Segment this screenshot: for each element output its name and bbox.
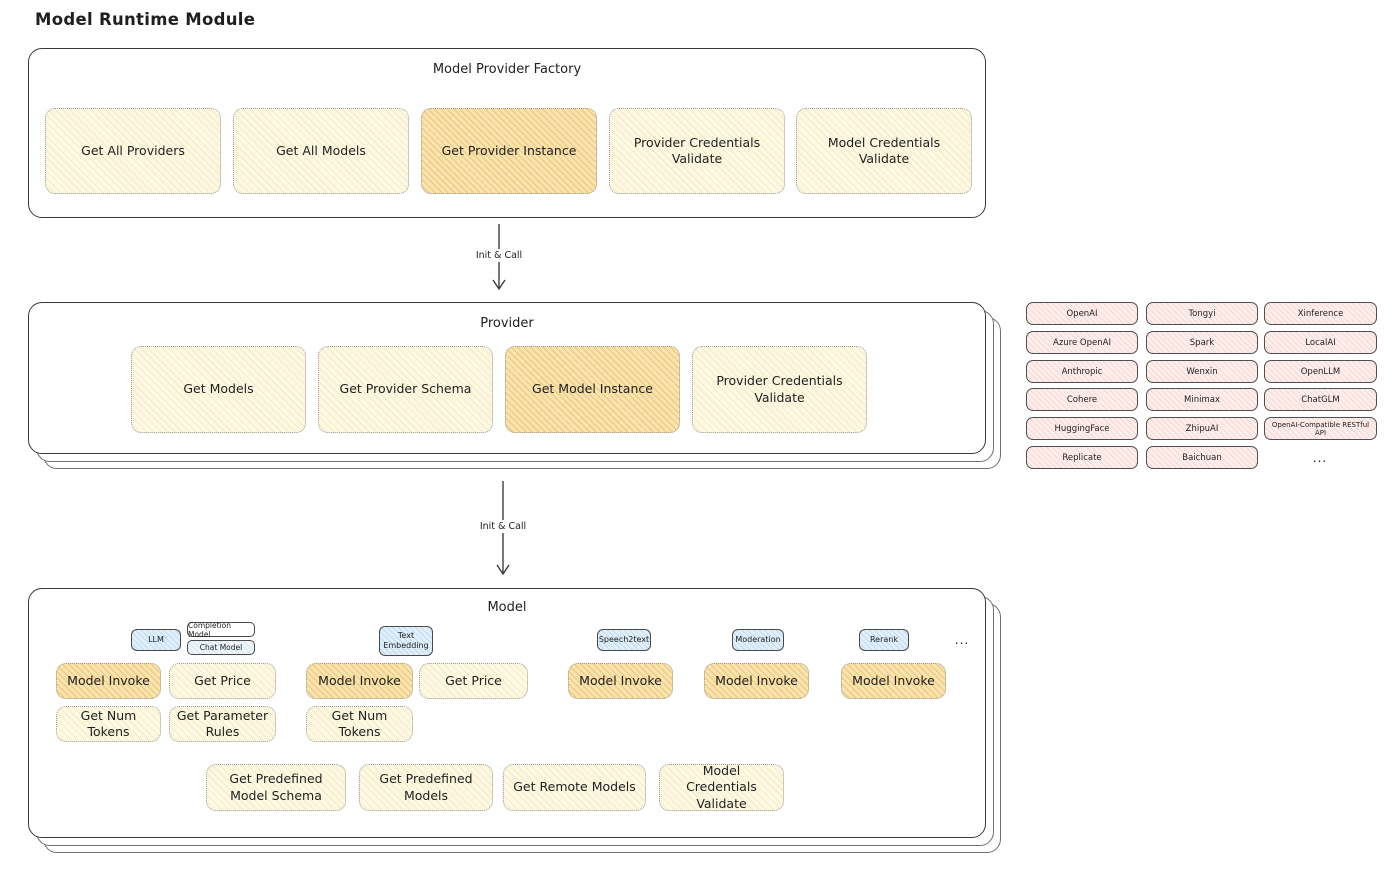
provider-chip-openai: OpenAI (1026, 302, 1138, 325)
node-llm-get-price: Get Price (169, 663, 276, 699)
node-get-provider-schema: Get Provider Schema (318, 346, 493, 433)
provider-chip-wenxin: Wenxin (1146, 360, 1258, 383)
node-te-model-invoke: Model Invoke (306, 663, 413, 699)
node-te-get-price: Get Price (419, 663, 528, 699)
model-title: Model (487, 600, 527, 615)
provider-chip-cohere: Cohere (1026, 388, 1138, 411)
provider-chip-openllm: OpenLLM (1264, 360, 1377, 383)
provider-chip-localai: LocalAI (1264, 331, 1377, 354)
model-tabs-ellipsis: ... (954, 633, 970, 647)
node-get-all-providers: Get All Providers (45, 108, 221, 194)
provider-chip-azure-openai: Azure OpenAI (1026, 331, 1138, 354)
factory-title: Model Provider Factory (432, 62, 582, 77)
provider-chip-chatglm: ChatGLM (1264, 388, 1377, 411)
node-get-model-instance: Get Model Instance (505, 346, 680, 433)
tab-rerank: Rerank (859, 629, 909, 651)
node-te-get-num-tokens: Get Num Tokens (306, 706, 413, 742)
page-title: Model Runtime Module (35, 10, 256, 29)
provider-chip-spark: Spark (1146, 331, 1258, 354)
provider-container: Provider Get Models Get Provider Schema … (28, 302, 986, 454)
provider-chip-tongyi: Tongyi (1146, 302, 1258, 325)
tab-speech2text: Speech2text (597, 629, 651, 651)
provider-chip-anthropic: Anthropic (1026, 360, 1138, 383)
tab-completion-model: Completion Model (187, 621, 255, 639)
provider-chip-replicate: Replicate (1026, 446, 1138, 469)
tab-text-embedding: Text Embedding (379, 626, 433, 656)
arrow2-label: Init & Call (463, 520, 543, 533)
node-model-credentials-validate-2: Model Credentials Validate (659, 763, 784, 811)
provider-chip-huggingface: HuggingFace (1026, 417, 1138, 440)
node-get-models: Get Models (131, 346, 306, 433)
node-provider-credentials-validate-2: Provider Credentials Validate (692, 346, 867, 433)
node-get-provider-instance: Get Provider Instance (421, 108, 597, 194)
tab-llm: LLM (131, 629, 181, 651)
node-get-all-models: Get All Models (233, 108, 409, 194)
node-get-remote-models: Get Remote Models (503, 764, 646, 811)
node-llm-get-num-tokens: Get Num Tokens (56, 706, 161, 742)
node-llm-get-parameter-rules: Get Parameter Rules (169, 706, 276, 742)
node-rerank-model-invoke: Model Invoke (841, 663, 946, 699)
provider-chip-minimax: Minimax (1146, 388, 1258, 411)
tab-moderation: Moderation (732, 629, 784, 651)
provider-list-ellipsis: ... (1312, 450, 1328, 465)
factory-container: Model Provider Factory Get All Providers… (28, 48, 986, 218)
node-model-credentials-validate: Model Credentials Validate (796, 108, 972, 194)
node-get-predefined-model-schema: Get Predefined Model Schema (206, 764, 346, 811)
provider-chip-xinference: Xinference (1264, 302, 1377, 325)
provider-chip-openai-compatible: OpenAI-Compatible RESTful API (1264, 417, 1377, 440)
provider-title: Provider (480, 316, 534, 331)
node-provider-credentials-validate: Provider Credentials Validate (609, 108, 785, 194)
provider-chip-baichuan: Baichuan (1146, 446, 1258, 469)
node-s2t-model-invoke: Model Invoke (568, 663, 673, 699)
node-llm-model-invoke: Model Invoke (56, 663, 161, 699)
arrow1-label: Init & Call (459, 249, 539, 262)
model-container: Model LLM Completion Model Chat Model Te… (28, 588, 986, 838)
provider-chip-zhipuai: ZhipuAI (1146, 417, 1258, 440)
tab-chat-model: Chat Model (187, 640, 255, 655)
node-get-predefined-models: Get Predefined Models (359, 764, 493, 811)
node-moderation-model-invoke: Model Invoke (704, 663, 809, 699)
